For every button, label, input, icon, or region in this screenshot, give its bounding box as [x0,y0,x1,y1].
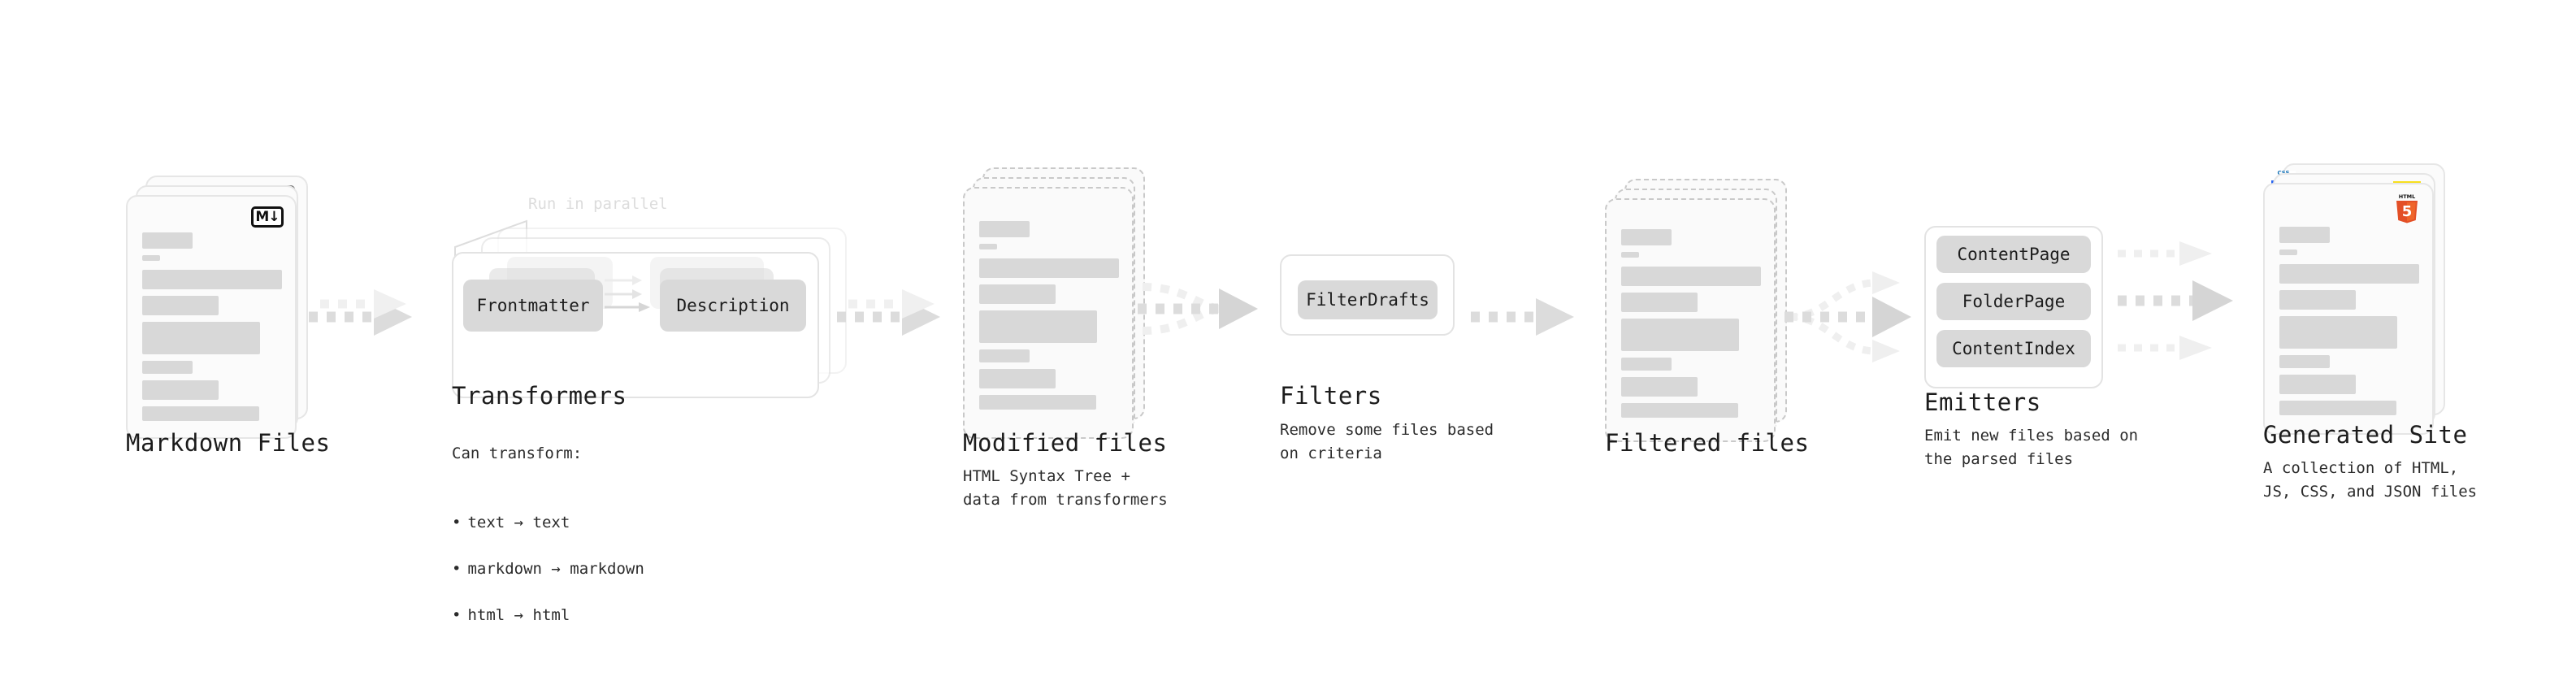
sheet-front [1605,198,1776,442]
arrow-filtered-to-emitters [1785,271,1911,362]
filter-chip-filterdrafts[interactable]: FilterDrafts [1298,280,1438,319]
placeholder-bars [979,221,1119,416]
stage-title-generated-site: Generated Site [2263,421,2468,449]
emitter-chip-contentindex[interactable]: ContentIndex [1936,330,2091,367]
stage-desc-filters: Remove some files based on criteria [1280,421,1494,462]
html5-icon: HTML 5 [2396,193,2418,223]
stage-desc-generated-site: A collection of HTML, JS, CSS, and JSON … [2263,459,2478,501]
arrow-filters-to-filtered [1471,298,1574,336]
transformer-chip-description[interactable]: Description [660,280,806,332]
stage-title-filtered-files: Filtered files [1605,429,1810,457]
transformers-bullets: text → text markdown → markdown html → h… [452,488,644,651]
stage-title-emitters: Emitters [1924,388,2041,416]
arrow-transformers-to-modified [837,289,940,336]
transformers-desc-line: Can transform: [452,444,583,462]
emitter-chip-folderpage[interactable]: FolderPage [1936,283,2091,320]
stage-title-transformers: Transformers [452,382,627,410]
placeholder-bars [2279,227,2419,422]
stage-title-modified-files: Modified files [963,429,1168,457]
placeholder-bars [142,232,282,427]
transformer-chip-frontmatter[interactable]: Frontmatter [463,280,603,332]
markdown-icon: M↓ [251,206,284,228]
arrow-markdown-to-transformers [309,289,412,336]
transformer-inner-arrows [605,275,650,312]
sheet-front [963,187,1134,439]
stage-desc-emitters: Emit new files based on the parsed files [1924,427,2139,468]
sheet-front: HTML 5 [2263,183,2434,435]
bullet-html-to-html: html → html [452,604,644,627]
run-in-parallel-note: Run in parallel [528,195,668,213]
svg-text:5: 5 [2402,203,2413,220]
sheet-front: M↓ [126,195,297,439]
bullet-markdown-to-markdown: markdown → markdown [452,557,644,581]
emitter-chip-contentpage[interactable]: ContentPage [1936,236,2091,273]
stage-title-markdown-files: Markdown Files [126,429,331,457]
svg-text:HTML: HTML [2399,193,2415,200]
placeholder-bars [1621,229,1761,424]
stage-title-filters: Filters [1280,382,1382,410]
arrow-modified-to-filters [1138,283,1258,335]
arrow-emitters-to-site [2118,241,2233,360]
bullet-text-to-text: text → text [452,511,644,535]
stage-desc-transformers: Can transform: text → text markdown → ma… [452,419,644,674]
stage-desc-modified-files: HTML Syntax Tree + data from transformer… [963,467,1168,509]
